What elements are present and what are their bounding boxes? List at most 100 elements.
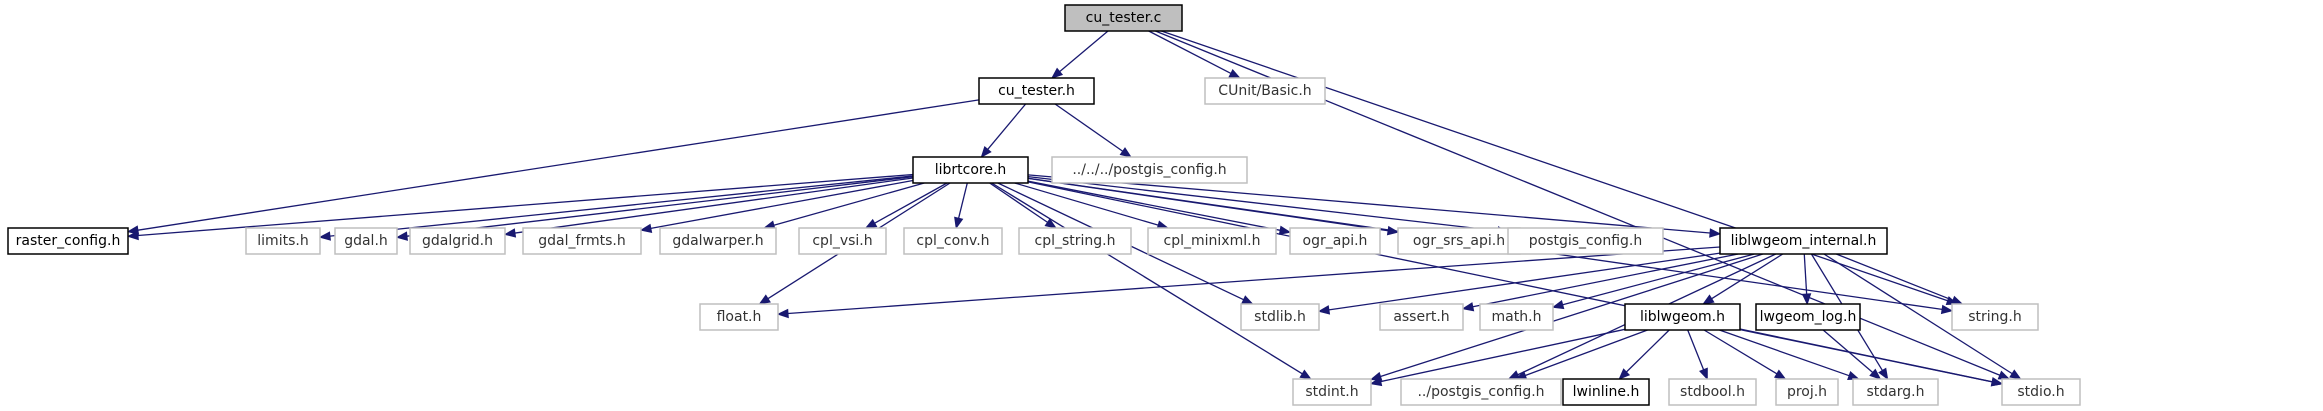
edge-line <box>1059 30 1109 73</box>
edge-liblwgeom_internal-to-lwgeom_log <box>1801 253 1812 306</box>
node-cu_tester_h[interactable]: cu_tester.h <box>978 77 1095 105</box>
edge-arrowhead <box>1228 69 1242 79</box>
edge-line <box>1739 328 1993 383</box>
edge-arrowhead <box>1940 304 1954 315</box>
edge-cu_tester_h-to-raster_config <box>126 99 980 235</box>
nodes-layer: cu_tester.c cu_tester.h CUnit/Basic.h librt… <box>7 4 2081 406</box>
node-label: ogr_srs_api.h <box>1413 233 1505 249</box>
edge-arrowhead <box>1702 294 1715 305</box>
edge-arrowhead <box>1551 300 1565 310</box>
edge-line <box>874 182 948 224</box>
edge-liblwgeom-to-proj <box>1703 329 1787 380</box>
node-box <box>522 227 642 255</box>
edge-cu_tester_c-to-cunit_basic <box>1148 30 1242 79</box>
edge-line <box>1328 252 1721 311</box>
node-box <box>1775 378 1839 406</box>
node-box <box>1668 378 1757 406</box>
node-label: postgis_config.h <box>1529 233 1642 249</box>
edge-librtcore-to-gdal <box>395 176 914 241</box>
edge-line <box>991 182 1303 375</box>
node-label: lwgeom_log.h <box>1760 309 1857 325</box>
node-label: cpl_vsi.h <box>812 233 872 249</box>
node-limits: limits.h <box>245 227 321 255</box>
node-pg_config_up: ../../../postgis_config.h <box>1051 156 1248 184</box>
edge-arrowhead <box>1801 293 1812 306</box>
node-box <box>1755 303 1861 331</box>
edge-line <box>1823 253 2013 375</box>
edge-liblwgeom-to-stdio <box>1739 328 2004 387</box>
node-label: cu_tester.c <box>1086 10 1162 26</box>
edge-arrowhead <box>864 218 878 229</box>
edge-line <box>1472 253 1739 308</box>
edge-line <box>1525 329 1648 377</box>
node-liblwgeom_internal[interactable]: liblwgeom_internal.h <box>1719 227 1888 255</box>
edge-arrowhead <box>1997 370 2011 380</box>
node-ogr_srs_api: ogr_srs_api.h <box>1397 227 1521 255</box>
edge-line <box>1562 253 1755 306</box>
node-box <box>978 77 1095 105</box>
edge-arrowhead <box>395 231 408 241</box>
edge-line <box>1027 174 1711 234</box>
node-label: liblwgeom.h <box>1640 309 1725 325</box>
node-label: stdlib.h <box>1254 309 1306 325</box>
node-label: string.h <box>1968 309 2022 325</box>
node-label: lwinline.h <box>1573 384 1640 400</box>
node-label: CUnit/Basic.h <box>1218 83 1311 99</box>
node-label: stdio.h <box>2017 384 2064 400</box>
edge-line <box>1703 329 1778 375</box>
node-box <box>7 227 129 255</box>
edge-arrowhead <box>1773 369 1787 380</box>
node-label: cpl_minixml.h <box>1164 233 1261 249</box>
node-raster_config[interactable]: raster_config.h <box>7 227 129 255</box>
edge-librtcore-to-stdint <box>991 182 1312 380</box>
edge-arrowhead <box>1709 228 1722 238</box>
node-label: stdint.h <box>1305 384 1358 400</box>
node-label: cpl_string.h <box>1035 233 1116 249</box>
edge-line <box>773 182 925 226</box>
edge-arrowhead <box>1461 302 1475 312</box>
node-liblwgeom[interactable]: liblwgeom.h <box>1624 303 1741 331</box>
edge-librtcore-to-cpl_string <box>989 182 1058 229</box>
node-lwinline[interactable]: lwinline.h <box>1562 378 1650 406</box>
node-stdarg: stdarg.h <box>1852 378 1939 406</box>
edge-liblwgeom_internal-to-assert <box>1461 253 1739 312</box>
edge-cu_tester_c-to-cu_tester_h <box>1050 30 1109 79</box>
edge-liblwgeom_internal-to-float <box>776 246 1721 319</box>
edge-librtcore-to-gdalwarper <box>762 182 925 230</box>
edge-line <box>1054 103 1124 152</box>
edge-liblwgeom-to-lwinline <box>1618 329 1670 380</box>
edge-librtcore-to-raster_config <box>126 173 914 241</box>
node-box <box>912 156 1029 184</box>
node-label: raster_config.h <box>16 233 121 249</box>
edge-librtcore-to-ogr_api <box>1027 180 1292 235</box>
node-label: assert.h <box>1393 309 1449 325</box>
node-box <box>1204 77 1326 105</box>
node-box <box>1397 227 1521 255</box>
node-cpl_conv: cpl_conv.h <box>903 227 1003 255</box>
node-label: stdarg.h <box>1867 384 1925 400</box>
node-lwgeom_log[interactable]: lwgeom_log.h <box>1755 303 1861 331</box>
edge-line <box>1711 253 1784 300</box>
edge-line <box>329 175 914 237</box>
edge-arrowhead <box>1950 295 1964 305</box>
node-ogr_api: ogr_api.h <box>1289 227 1381 255</box>
node-librtcore[interactable]: librtcore.h <box>912 156 1029 184</box>
node-label: cu_tester.h <box>998 83 1075 99</box>
edge-line <box>1719 329 1850 377</box>
edge-line <box>957 182 968 219</box>
edge-line <box>1822 329 1874 373</box>
node-gdal_frmts: gdal_frmts.h <box>522 227 642 255</box>
edge-liblwgeom_internal-to-stdio <box>1823 253 2022 380</box>
node-box <box>1051 156 1248 184</box>
node-label: limits.h <box>257 233 308 249</box>
node-box <box>699 303 779 331</box>
node-gdalwarper: gdalwarper.h <box>659 227 777 255</box>
node-label: ../../../postgis_config.h <box>1072 162 1226 178</box>
edge-line <box>1161 30 1948 302</box>
edge-arrowhead <box>126 230 139 241</box>
node-stdlib: stdlib.h <box>1240 303 1320 331</box>
node-cu_tester_c[interactable]: cu_tester.c <box>1064 4 1183 32</box>
edge-arrowhead <box>954 216 964 230</box>
edge-librtcore-to-limits <box>318 175 914 241</box>
node-box <box>1507 227 1664 255</box>
